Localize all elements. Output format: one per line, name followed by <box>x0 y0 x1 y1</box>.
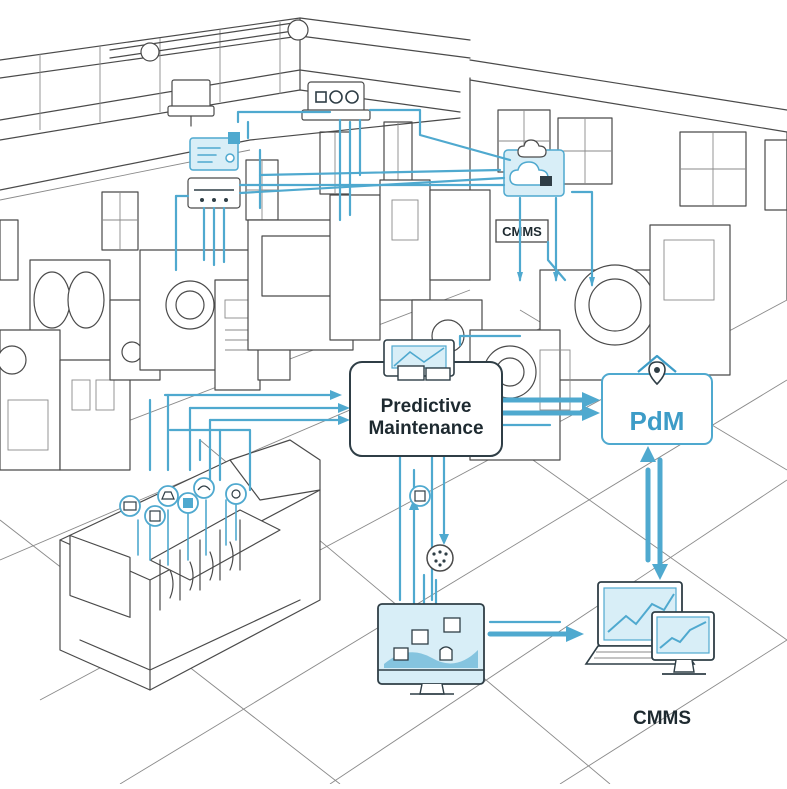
machine-row-left <box>0 259 161 471</box>
predictive-maintenance-node: Predictive Maintenance <box>349 339 503 457</box>
predictive-label-line2: Maintenance <box>368 418 483 439</box>
control-panel-icon <box>301 81 371 121</box>
vibration-sensor-icon <box>426 544 454 572</box>
cmms-caption-bottom: CMMS <box>633 708 691 729</box>
sensor-icon <box>193 477 215 499</box>
sensor-icon <box>144 505 166 527</box>
sensor-icon-row <box>119 477 247 527</box>
sensor-icon <box>177 492 199 514</box>
cloud-server-icon <box>503 139 565 197</box>
sensor-icon <box>157 485 179 507</box>
cmms-tag-upper: CMMS <box>495 219 549 243</box>
predictive-label-line1: Predictive <box>381 396 472 417</box>
document-sensor-icon <box>189 132 240 171</box>
dashboard-screen-icon <box>383 339 455 381</box>
monitor-icon <box>167 79 215 127</box>
pdm-label: PdM <box>630 406 685 436</box>
cmms-tag-upper-label: CMMS <box>502 224 542 239</box>
sensor-icon <box>225 483 247 505</box>
pdm-node: PdM <box>601 354 713 445</box>
factory-building-background <box>0 17 787 301</box>
gateway-device-icon <box>187 177 241 209</box>
desktop-chart-icon <box>651 611 715 675</box>
pdm-pin-icon <box>637 354 677 386</box>
dashboard-monitor-icon <box>377 603 485 695</box>
foreground-press-machine <box>59 439 321 691</box>
sensor-icon <box>409 485 431 507</box>
sensor-icon <box>119 495 141 517</box>
